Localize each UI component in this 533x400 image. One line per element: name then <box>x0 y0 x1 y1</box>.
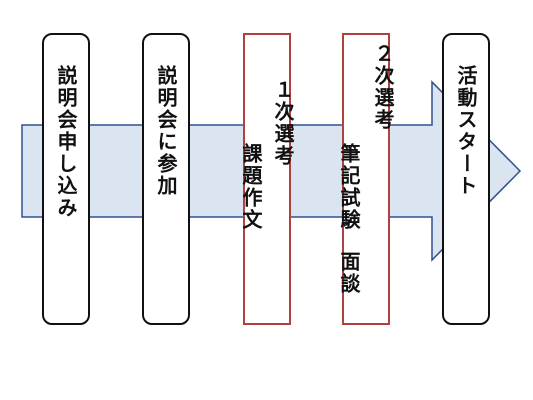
second-selection-title: ２次選考 <box>371 43 395 131</box>
written-exam-label: 筆記試験 <box>337 143 361 231</box>
step-activity-start-label: 活動スタート <box>454 65 478 197</box>
step-second-selection: ２次選考 筆記試験 面談 <box>337 33 395 325</box>
step-briefing-label: 説明会に参加 <box>154 65 178 197</box>
step-application: 説明会申し込み <box>42 33 90 325</box>
essay-task-label: 課題作文 <box>239 143 263 231</box>
step-activity-start: 活動スタート <box>442 33 490 325</box>
step-application-label: 説明会申し込み <box>54 65 78 219</box>
step-first-selection: １次選考 課題作文 <box>239 33 295 325</box>
second-selection-details: 筆記試験 面談 <box>337 43 361 295</box>
step-briefing: 説明会に参加 <box>142 33 190 325</box>
interview-label: 面談 <box>337 251 361 295</box>
first-selection-title: １次選考 <box>271 79 295 167</box>
